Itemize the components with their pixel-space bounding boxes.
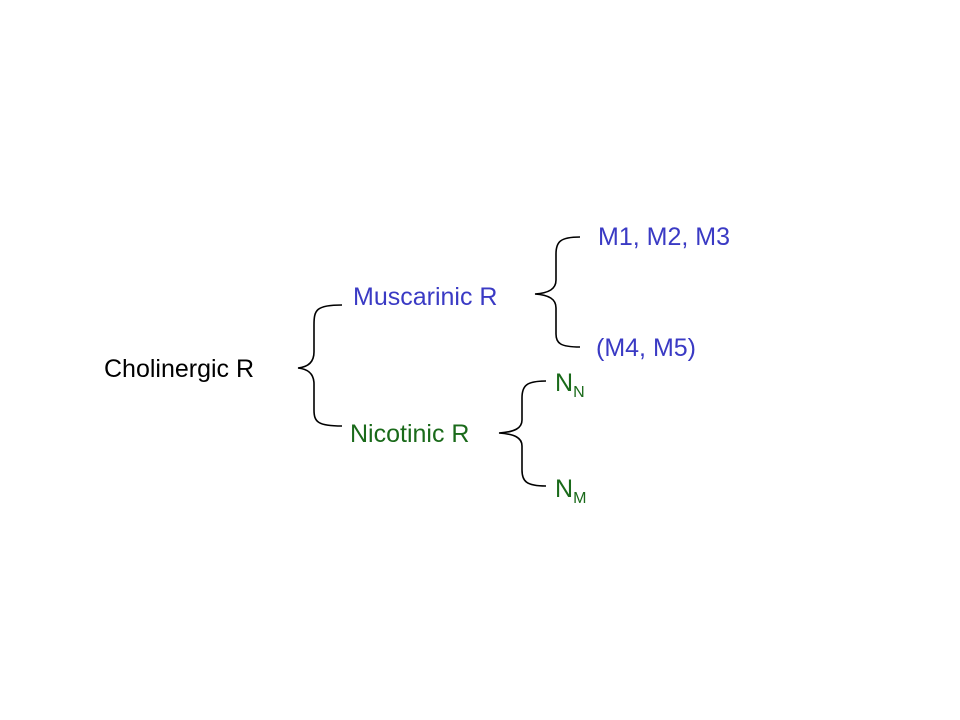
muscarinic-subtypes-m1-m3: M1, M2, M3 (598, 223, 730, 251)
nicotinic-subtype-nn: NN (555, 369, 585, 401)
nicotinic-nm-base: N (555, 475, 574, 503)
nicotinic-subtype-nm: NM (555, 475, 586, 507)
nicotinic-receptor-label: Nicotinic R (350, 420, 470, 448)
nicotinic-nn-base: N (555, 369, 574, 397)
cholinergic-receptor-label: Cholinergic R (104, 355, 255, 383)
muscarinic-receptor-label: Muscarinic R (353, 283, 498, 311)
muscarinic-subtypes-m4-m5: (M4, M5) (596, 334, 696, 362)
root-brace (297, 304, 343, 427)
muscarinic-brace (534, 236, 581, 348)
nicotinic-nn-subscript: N (573, 384, 585, 401)
nicotinic-nm-subscript: M (573, 490, 587, 507)
nicotinic-brace (498, 380, 547, 487)
